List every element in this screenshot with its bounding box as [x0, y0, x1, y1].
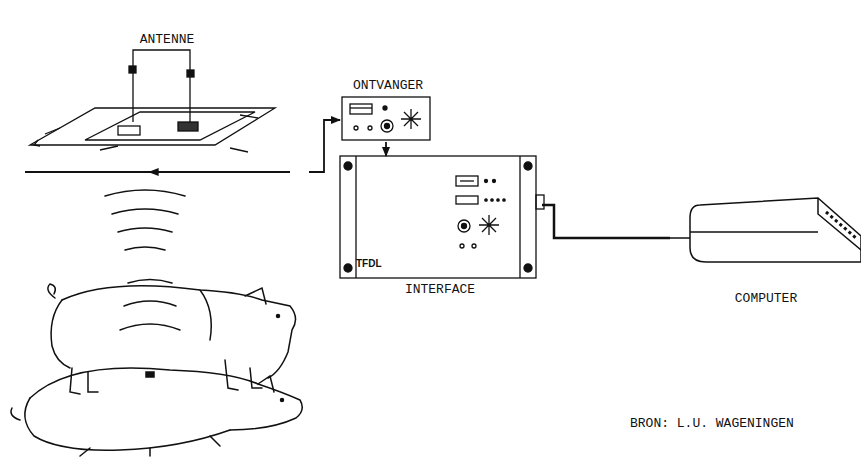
interface-label: INTERFACE [338, 282, 542, 297]
antenna-drawing [25, 30, 305, 180]
signal-line [309, 120, 340, 172]
antenna-label: ANTENNE [25, 32, 309, 47]
brand-mark: TFDL [356, 258, 382, 269]
source-note: BRON: L.U. WAGENINGEN [630, 416, 794, 431]
receiver-label: ONTVANGER [340, 78, 436, 93]
antenna: ANTENNE [25, 30, 309, 180]
signal-line [542, 205, 670, 238]
computer: COMPUTER [670, 185, 861, 307]
computer-drawing [670, 185, 861, 307]
signal-line [385, 142, 387, 156]
computer-label: COMPUTER [670, 291, 861, 306]
interface-unit: TFDL INTERFACE [338, 156, 542, 306]
receiver: ONTVANGER [340, 76, 436, 142]
